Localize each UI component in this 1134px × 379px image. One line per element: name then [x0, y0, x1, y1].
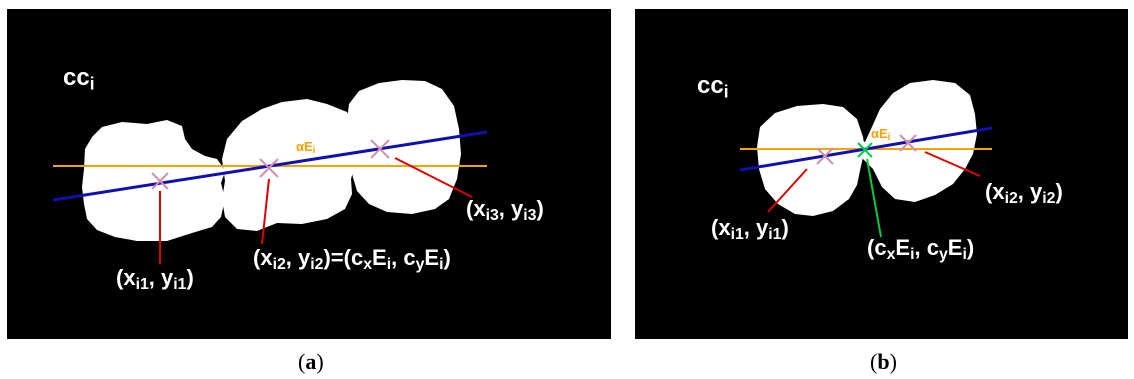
- point-marker-2: [259, 158, 279, 178]
- point-label-2: (xi2, yi2)=(cxEi, cyEi): [253, 245, 451, 273]
- region-label: cci: [697, 72, 729, 102]
- caption-a: (a): [298, 349, 324, 374]
- pointer-center: [866, 158, 882, 238]
- pointer-1: [767, 168, 808, 213]
- angle-label: αEi: [296, 139, 316, 156]
- center-label: (cxEi, cyEi): [867, 235, 975, 263]
- center-marker: [857, 142, 873, 158]
- point-label-2: (xi2, yi2): [985, 179, 1063, 207]
- blob-left: [82, 120, 225, 241]
- blob-left: [757, 104, 865, 216]
- point-label-3: (xi3, yi3): [466, 196, 544, 224]
- pointer-lines: [767, 151, 981, 238]
- panel-a: cci αEi (xi1, yi1) (xi2, yi2)=(cxEi, cyE…: [7, 9, 611, 339]
- region-label: cci: [63, 64, 95, 94]
- point-markers: [816, 134, 917, 165]
- angle-label: αEi: [871, 126, 891, 143]
- pointer-2: [261, 178, 270, 245]
- point-label-1: (xi1, yi1): [116, 265, 194, 293]
- pointer-3: [394, 157, 473, 198]
- pointer-2: [924, 151, 981, 177]
- point-marker-3: [370, 139, 390, 159]
- panel-b-graphic: [739, 80, 993, 238]
- point-marker-1: [816, 147, 834, 165]
- point-marker-2: [899, 134, 917, 152]
- panel-b: cci αEi (xi1, yi1) (xi2, yi2) (cxEi, cyE…: [635, 9, 1128, 339]
- point-label-1: (xi1, yi1): [711, 215, 789, 243]
- connected-component-blobs: [82, 80, 461, 241]
- caption-b: (b): [870, 349, 897, 374]
- panel-a-graphic: [52, 80, 488, 264]
- point-marker-1: [151, 172, 169, 190]
- blob-right: [347, 80, 461, 214]
- pointer-lines: [159, 157, 473, 264]
- point-markers: [151, 139, 390, 190]
